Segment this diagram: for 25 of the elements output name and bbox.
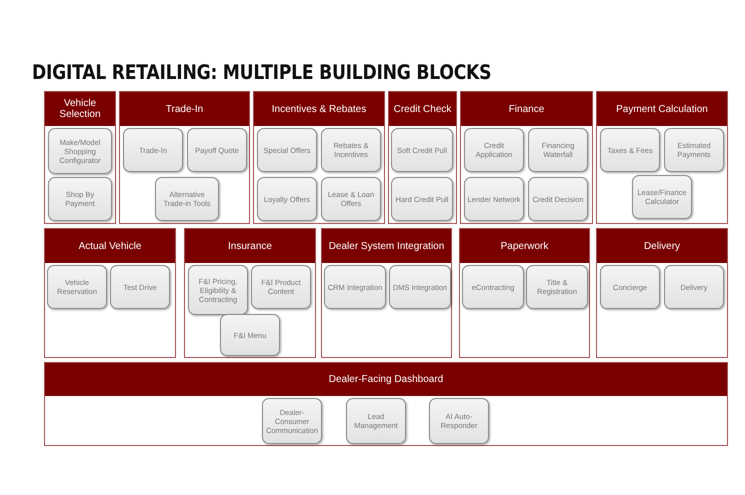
category-header: Dealer-Facing Dashboard [45, 363, 727, 396]
category-panel [184, 228, 316, 358]
category-header: Actual Vehicle [45, 229, 175, 263]
category-header: Trade-In [120, 92, 249, 126]
category-panel [44, 228, 176, 358]
category-header: Incentives & Rebates [254, 92, 384, 126]
category-header: Dealer System Integration [322, 229, 451, 263]
category-header: Delivery [597, 229, 727, 263]
category-header: Credit Check [389, 92, 456, 126]
category-panel [596, 228, 728, 358]
category-panel [321, 228, 452, 358]
category-panel [44, 91, 116, 224]
category-panel [253, 91, 385, 224]
category-header: Payment Calculation [597, 92, 727, 126]
category-panel [119, 91, 250, 224]
diagram-title: DIGITAL RETAILING: MULTIPLE BUILDING BLOCKS [32, 60, 492, 84]
category-header: Insurance [185, 229, 315, 263]
category-header: Vehicle Selection [45, 92, 115, 126]
category-panel [44, 362, 728, 446]
category-panel [460, 91, 593, 224]
category-header: Paperwork [460, 229, 589, 263]
category-panel [459, 228, 590, 358]
category-header: Finance [461, 92, 592, 126]
category-panel [596, 91, 728, 224]
category-panel [388, 91, 457, 224]
